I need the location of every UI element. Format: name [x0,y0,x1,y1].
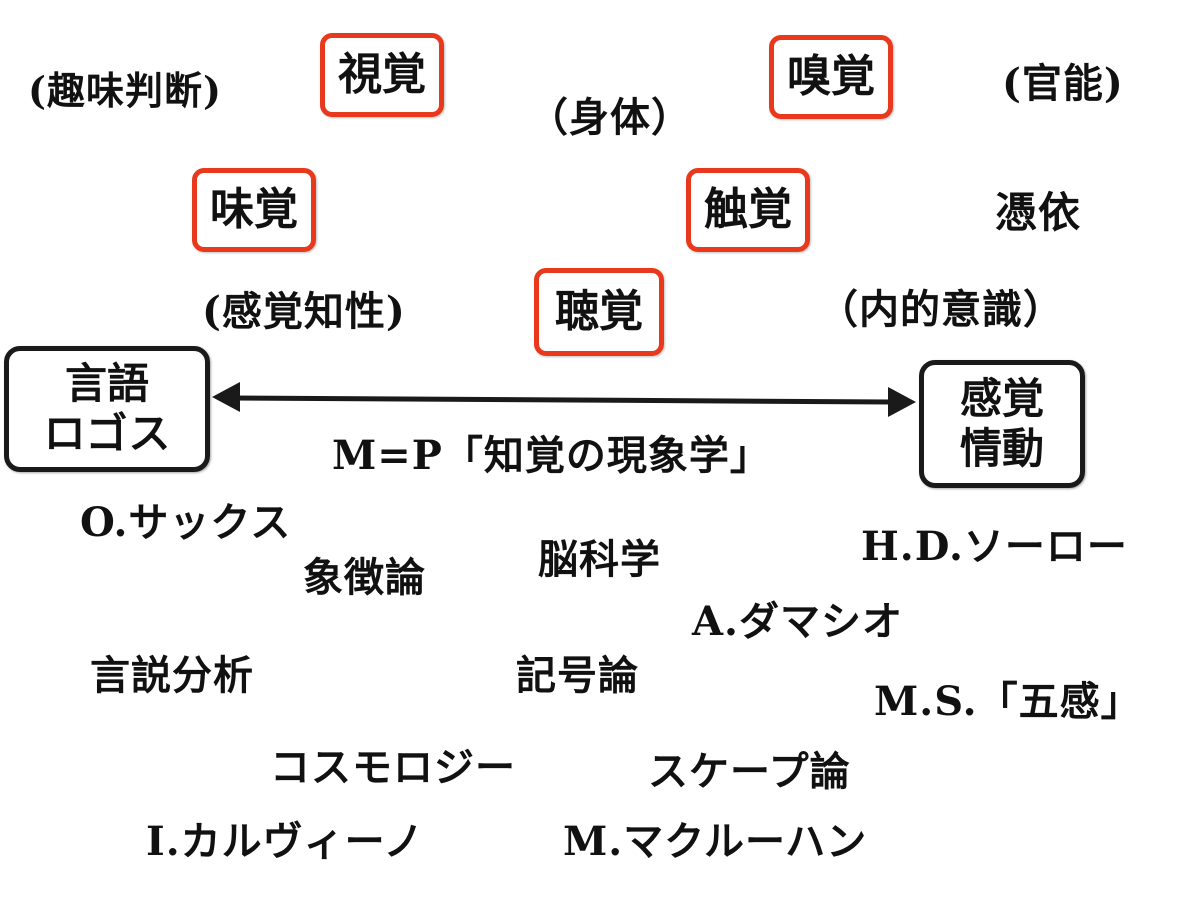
topic-serres: M.S.「五感」 [874,678,1142,725]
label-sense-intellect: (感覚知性) [202,288,406,335]
axis-right-box: 感覚 情動 [919,360,1085,488]
topic-neuroscience: 脳科学 [538,536,661,583]
sense-smell-box: 嗅覚 [769,35,893,119]
topic-sacks: O.サックス [80,499,292,546]
axis-caption: M=P「知覚の現象学」 [332,432,771,479]
topic-calvino: I.カルヴィーノ [146,818,425,865]
topic-scape: スケープ論 [648,748,851,795]
label-sensuality: (官能) [1002,60,1124,107]
label-taste-judgment: (趣味判断) [28,68,222,113]
topic-discourse: 言説分析 [90,652,254,699]
sense-taste-label: 味覚 [210,184,298,235]
sense-touch-label: 触覚 [704,184,792,235]
sense-taste-box: 味覚 [192,168,316,252]
sense-hearing-label: 聴覚 [555,286,643,337]
topic-thoreau: H.D.ソーロー [861,523,1128,570]
sense-sight-label: 視覚 [338,49,426,100]
label-inner-consciousness: （内的意識） [818,286,1064,333]
axis-left-line2: ロゴス [43,409,171,458]
double-arrow-left-head [212,382,240,412]
sense-hearing-box: 聴覚 [534,268,664,356]
topic-symbolism: 象徴論 [303,554,426,601]
label-body: （身体） [528,94,692,141]
topic-mcluhan: M.マクルーハン [563,818,868,865]
label-possession: 憑依 [995,188,1082,237]
axis-right-line1: 感覚 [959,373,1044,423]
axis-left-box: 言語 ロゴス [4,346,210,472]
topic-semiotics: 記号論 [516,652,639,699]
sense-touch-box: 触覚 [686,168,810,252]
sense-sight-box: 視覚 [320,33,444,117]
topic-damasio: A.ダマシオ [692,598,903,645]
topic-cosmology: コスモロジー [270,744,516,791]
sense-smell-label: 嗅覚 [787,51,875,102]
axis-right-line2: 情動 [959,424,1044,473]
double-arrow-right-head [888,387,916,417]
axis-left-line1: 言語 [64,358,149,408]
double-arrow-line [231,395,896,405]
